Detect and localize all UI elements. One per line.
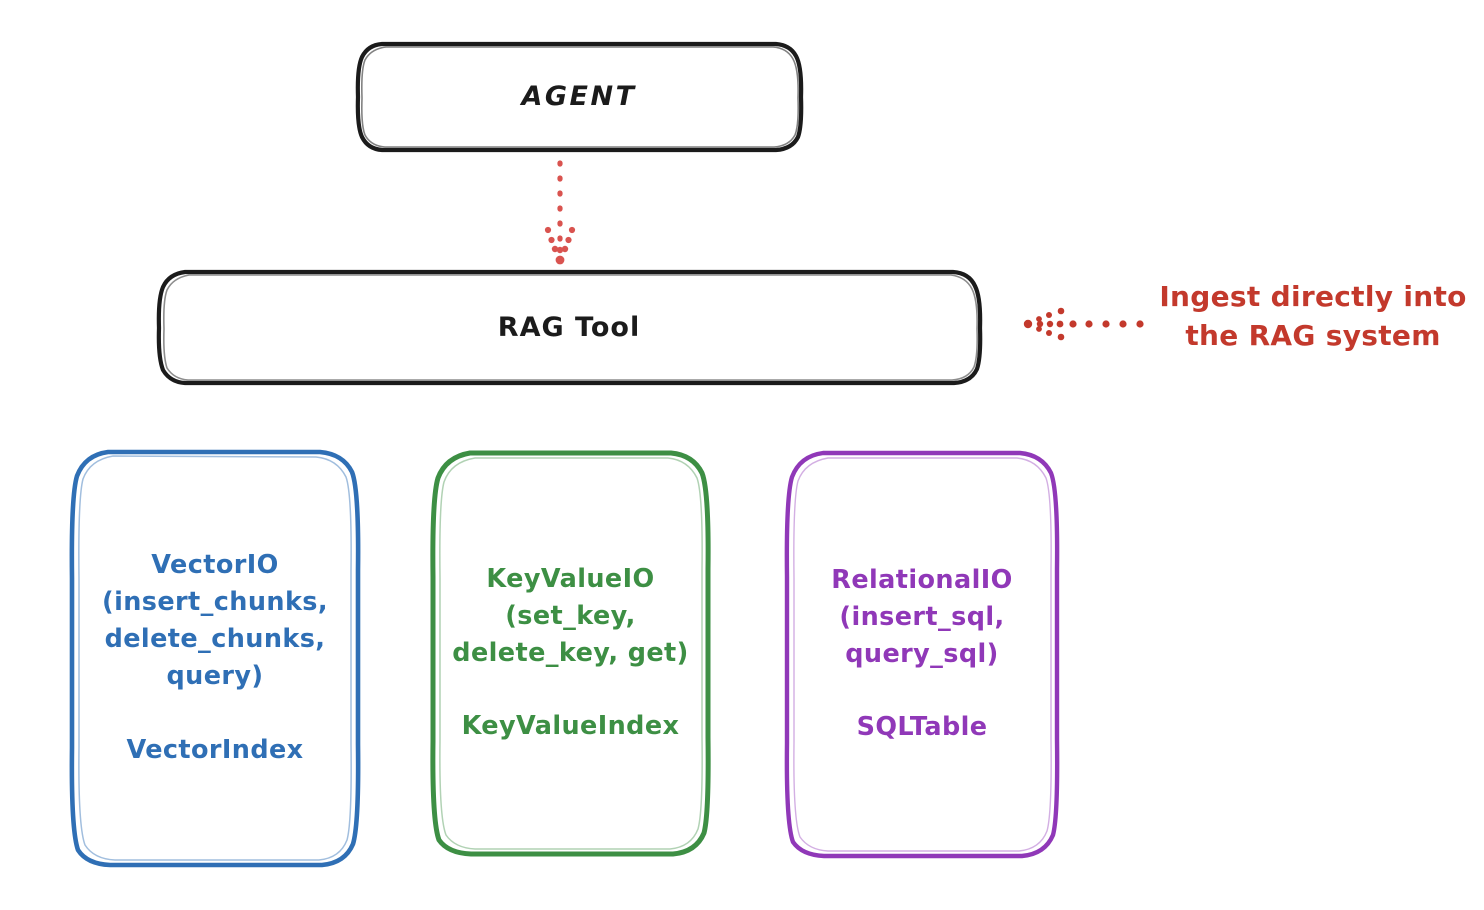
node-agent[interactable]: AGENT: [355, 41, 804, 153]
node-relational-io[interactable]: RelationalIO (insert_sql, query_sql) SQL…: [783, 449, 1061, 859]
ingest-annotation-text: Ingest directly into the RAG system: [1159, 280, 1467, 352]
dotted-arrow-down-icon: [544, 160, 576, 265]
node-agent-label: AGENT: [521, 81, 637, 113]
node-key-value-io[interactable]: KeyValueIO (set_key, delete_key, get) Ke…: [428, 449, 713, 857]
node-rag-tool-label: RAG Tool: [497, 311, 641, 343]
node-rag-tool[interactable]: RAG Tool: [155, 269, 983, 386]
node-key-value-io-label: KeyValueIO (set_key, delete_key, get) Ke…: [452, 563, 689, 742]
dotted-arrow-left-icon: [1023, 307, 1144, 341]
node-relational-io-label: RelationalIO (insert_sql, query_sql) SQL…: [831, 564, 1013, 743]
node-vector-io[interactable]: VectorIO (insert_chunks, delete_chunks, …: [68, 448, 362, 868]
node-vector-io-label: VectorIO (insert_chunks, delete_chunks, …: [102, 550, 328, 765]
